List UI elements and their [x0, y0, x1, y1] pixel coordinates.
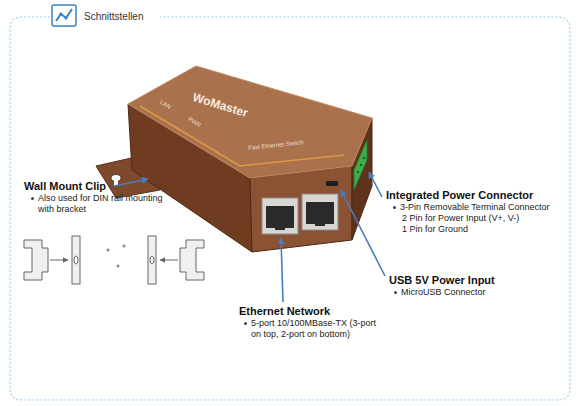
rj45-opening — [266, 206, 294, 228]
device-top-face — [128, 66, 372, 178]
icon-graph — [56, 9, 72, 21]
callout-title-wrap: Wall Mount Clip — [24, 180, 106, 193]
callout-note-wrap: 5-port 10/100MBase-TX (3-port on top, 2-… — [243, 318, 381, 340]
icon-dot — [59, 12, 62, 15]
callout-note: Also used for DIN rail mounting with bra… — [38, 193, 170, 215]
rail-hole — [74, 256, 78, 264]
terminal-screw — [357, 171, 360, 174]
callout-note-wrap: 3-Pin Removable Terminal Connector — [392, 202, 549, 213]
callout-note-wrap: Also used for DIN rail mounting with bra… — [30, 193, 170, 215]
callout-note: 1 Pin for Ground — [402, 224, 468, 235]
rj45-tab — [275, 226, 285, 230]
callout-note: 2 Pin for Power Input (V+, V-) — [402, 213, 519, 224]
bullet-dot — [31, 197, 34, 200]
din-rail-sketch — [24, 236, 204, 284]
device-brand: WoMaster — [191, 90, 250, 120]
callout-note: 5-port 10/100MBase-TX (3-port on top, 2-… — [251, 318, 381, 340]
rail-hole — [150, 256, 154, 264]
rj45-opening — [306, 202, 334, 224]
header-icon — [52, 5, 76, 26]
callout-title: USB 5V Power Input — [389, 274, 495, 287]
din-clip — [180, 240, 204, 280]
din-rail — [72, 236, 80, 284]
device-front-face — [250, 166, 352, 252]
screw-dot — [107, 249, 110, 252]
screw-dot — [123, 245, 126, 248]
callout-title-wrap: USB 5V Power Input — [389, 274, 495, 287]
terminal-block — [354, 140, 367, 190]
callout-title: Wall Mount Clip — [24, 180, 106, 193]
icon-dot — [64, 16, 67, 19]
device-marking: PWR — [186, 116, 202, 129]
callout-note-wrap: 1 Pin for Ground — [402, 224, 468, 235]
callout-note-wrap: 2 Pin for Power Input (V+, V-) — [402, 213, 519, 224]
mount-arrow — [50, 260, 68, 261]
leader-arrow — [281, 238, 283, 302]
usb-port — [326, 181, 338, 186]
device-brand-wrap: WoMaster — [191, 90, 250, 120]
callout-title: Integrated Power Connector — [386, 189, 533, 202]
callout-note-wrap: MicroUSB Connector — [393, 287, 486, 298]
callout-title: Ethernet Network — [239, 305, 330, 318]
leader-arrow — [369, 172, 382, 197]
bullet-dot — [244, 322, 247, 325]
screw-dot — [117, 265, 120, 268]
device-marking-wrap: PWR — [186, 116, 202, 129]
rj45-port — [262, 198, 298, 234]
din-rail — [148, 236, 156, 284]
device-marking: Fast Ethernet Switch — [248, 139, 304, 152]
rj45-tab — [315, 222, 325, 226]
panel-title: Schnittstellen — [84, 11, 143, 23]
terminal-screw — [360, 164, 363, 167]
bullet-dot — [393, 206, 396, 209]
callout-note: MicroUSB Connector — [401, 287, 486, 298]
callout-title-wrap: Ethernet Network — [239, 305, 330, 318]
din-clip — [24, 240, 48, 280]
callout-title-wrap: Integrated Power Connector — [386, 189, 533, 202]
device-marking: LAN — [158, 99, 172, 111]
leader-arrow — [114, 179, 148, 186]
panel-frame — [10, 17, 570, 400]
callout-note: 3-Pin Removable Terminal Connector — [400, 202, 549, 213]
mount-arrow — [160, 260, 178, 261]
device-marking-wrap: LAN — [158, 99, 172, 111]
device-marking-wrap: Fast Ethernet Switch — [248, 139, 304, 152]
terminal-screw — [363, 157, 366, 160]
bullet-dot — [394, 291, 397, 294]
leader-arrow — [341, 190, 385, 276]
rj45-port — [302, 194, 338, 230]
